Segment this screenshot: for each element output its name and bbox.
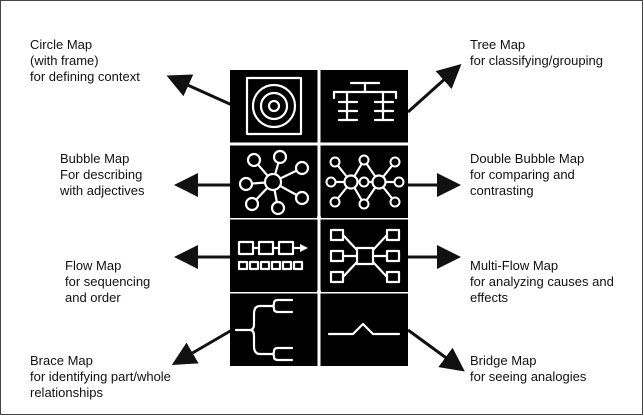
multi-flow-map-label: Multi-Flow Map for analyzing causes and … [470,258,614,306]
double-bubble-map-line-3: contrasting [470,183,534,198]
double-bubble-map-icon [325,154,405,210]
circle-map-icon [245,76,303,136]
brace-map-label: Brace Map for identifying part/whole rel… [30,353,171,401]
bridge-map-title: Bridge Map [470,353,537,368]
circle-map-label: Circle Map (with frame) for defining con… [30,37,140,85]
bridge-map-icon [327,322,401,336]
brace-map-title: Brace Map [30,353,93,368]
bubble-map-line-3: with adjectives [60,183,145,198]
bridge-map-tile [321,294,408,366]
multi-flow-map-line-3: effects [470,290,509,305]
tree-map-tile [321,70,408,142]
tree-map-line-2: for classifying/grouping [470,53,603,68]
brace-map-line-2: for identifying part/whole [30,369,171,384]
flow-map-icon [237,240,308,271]
circle-map-title: Circle Map [30,37,93,52]
arrow-to-circle-map [166,74,233,107]
arrow-to-tree-map [406,63,462,114]
multi-flow-map-icon [329,228,401,284]
brace-map-icon [234,298,294,362]
bubble-map-icon [238,149,310,216]
bridge-map-label: Bridge Map for seeing analogies [470,353,586,385]
bubble-map-tile [230,146,317,218]
circle-map-line-3: for defining context [30,69,140,84]
multi-flow-map-line-2: for analyzing causes and [470,274,614,289]
bridge-map-line-2: for seeing analogies [470,369,587,384]
flow-map-label: Flow Map for sequencing and order [65,258,150,306]
flow-map-line-3: and order [65,290,121,305]
double-bubble-map-title: Double Bubble Map [470,151,585,166]
thinking-maps-grid [230,70,408,366]
flow-map-title: Flow Map [65,258,122,273]
bubble-map-line-2: For describing [60,167,143,182]
double-bubble-map-line-2: for comparing and [470,167,575,182]
arrow-to-brace-map [171,328,233,366]
brace-map-line-3: relationships [30,385,103,400]
flow-map-line-2: for sequencing [65,274,151,289]
circle-map-tile [230,70,317,142]
bubble-map-title: Bubble Map [60,151,130,166]
circle-map-line-2: (with frame) [30,53,99,68]
multi-flow-map-title: Multi-Flow Map [470,258,559,273]
tree-map-label: Tree Map for classifying/grouping [470,37,603,69]
double-bubble-map-tile [321,146,408,218]
grid-separators [230,70,408,366]
arrow-to-bridge-map [407,328,465,372]
multi-flow-map-tile [321,220,408,292]
brace-map-tile [230,294,317,366]
flow-map-tile [230,220,317,292]
double-bubble-map-label: Double Bubble Map for comparing and cont… [470,151,584,199]
bubble-map-label: Bubble Map For describing with adjective… [60,151,145,199]
tree-map-icon [332,81,398,122]
tree-map-title: Tree Map [470,37,526,52]
